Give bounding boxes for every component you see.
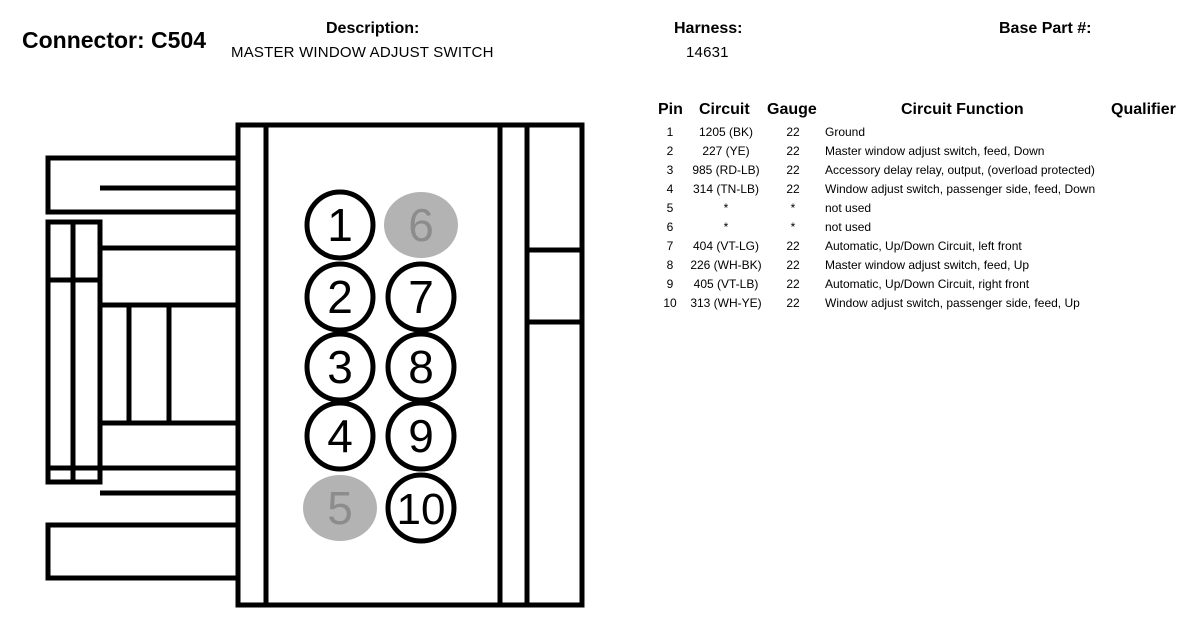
- row-function: Accessory delay relay, output, (overload…: [825, 163, 1095, 177]
- pin-6-number: 6: [408, 199, 434, 251]
- row-pin: 4: [666, 182, 674, 196]
- row-circuit: 313 (WH-YE): [690, 296, 762, 310]
- row-pin: 3: [666, 163, 674, 177]
- row-gauge: 22: [786, 239, 800, 253]
- harness-value: 14631: [686, 44, 729, 61]
- row-circuit: 985 (RD-LB): [692, 163, 760, 177]
- row-pin: 5: [666, 201, 674, 215]
- pin-4: 4: [304, 400, 376, 472]
- row-gauge: 22: [786, 258, 800, 272]
- row-function: Automatic, Up/Down Circuit, left front: [825, 239, 1022, 253]
- row-circuit: 404 (VT-LG): [692, 239, 760, 253]
- row-function: not used: [825, 201, 872, 215]
- col-header-function: Circuit Function: [901, 101, 1024, 118]
- row-gauge: *: [790, 201, 796, 215]
- pin-5-number: 5: [327, 482, 353, 534]
- row-pin: 9: [666, 277, 674, 291]
- row-circuit: 1205 (BK): [698, 125, 754, 139]
- row-function: Automatic, Up/Down Circuit, right front: [825, 277, 1030, 291]
- col-header-pin: Pin: [658, 101, 683, 118]
- pin-9-number: 9: [408, 410, 434, 462]
- col-header-qualifier: Qualifier: [1111, 101, 1176, 118]
- row-pin: 7: [666, 239, 674, 253]
- col-header-circuit: Circuit: [699, 101, 750, 118]
- row-circuit: 314 (TN-LB): [692, 182, 760, 196]
- row-circuit: *: [723, 201, 729, 215]
- connector-housing: [45, 122, 585, 608]
- connector-title: Connector: C504: [22, 27, 207, 53]
- row-circuit: *: [723, 220, 729, 234]
- pin-2: 2: [304, 261, 376, 333]
- row-circuit: 405 (VT-LB): [693, 277, 759, 291]
- pin-8: 8: [385, 331, 457, 403]
- description-value: MASTER WINDOW ADJUST SWITCH: [231, 44, 494, 61]
- pin-9: 9: [385, 400, 457, 472]
- pin-6: 6: [384, 192, 458, 258]
- row-gauge: 22: [786, 144, 800, 158]
- col-header-gauge: Gauge: [767, 101, 817, 118]
- row-gauge: *: [790, 220, 796, 234]
- pin-7-number: 7: [408, 271, 434, 323]
- pin-5: 5: [303, 475, 377, 541]
- row-function: Master window adjust switch, feed, Up: [825, 258, 1030, 272]
- row-gauge: 22: [786, 125, 800, 139]
- row-function: Ground: [825, 125, 866, 139]
- pin-3-number: 3: [327, 341, 353, 393]
- base-part-label: Base Part #:: [999, 20, 1092, 37]
- row-pin: 2: [666, 144, 674, 158]
- row-function: not used: [825, 220, 872, 234]
- row-circuit: 227 (YE): [702, 144, 750, 158]
- row-circuit: 226 (WH-BK): [690, 258, 762, 272]
- row-gauge: 22: [786, 182, 800, 196]
- row-function: Master window adjust switch, feed, Down: [825, 144, 1045, 158]
- pin-4-number: 4: [327, 410, 353, 462]
- pin-7: 7: [385, 261, 457, 333]
- row-function: Window adjust switch, passenger side, fe…: [825, 296, 1080, 310]
- row-gauge: 22: [786, 296, 800, 310]
- pin-1-number: 1: [327, 199, 353, 251]
- row-gauge: 22: [786, 163, 800, 177]
- row-pin: 10: [663, 296, 677, 310]
- pin-2-number: 2: [327, 271, 353, 323]
- row-function: Window adjust switch, passenger side, fe…: [825, 182, 1096, 196]
- description-label: Description:: [326, 20, 420, 37]
- pin-3: 3: [304, 331, 376, 403]
- harness-label: Harness:: [674, 20, 743, 37]
- pin-1: 1: [304, 189, 376, 261]
- pin-10: 10: [385, 472, 457, 544]
- row-gauge: 22: [786, 277, 800, 291]
- row-pin: 1: [666, 125, 674, 139]
- row-pin: 6: [666, 220, 674, 234]
- row-pin: 8: [666, 258, 674, 272]
- connector-face-diagram: 1 2 3 4 5 6 7 8 9 10: [45, 122, 585, 608]
- pin-8-number: 8: [408, 341, 434, 393]
- housing-left-wall: [235, 122, 269, 608]
- pin-10-number: 10: [397, 485, 446, 534]
